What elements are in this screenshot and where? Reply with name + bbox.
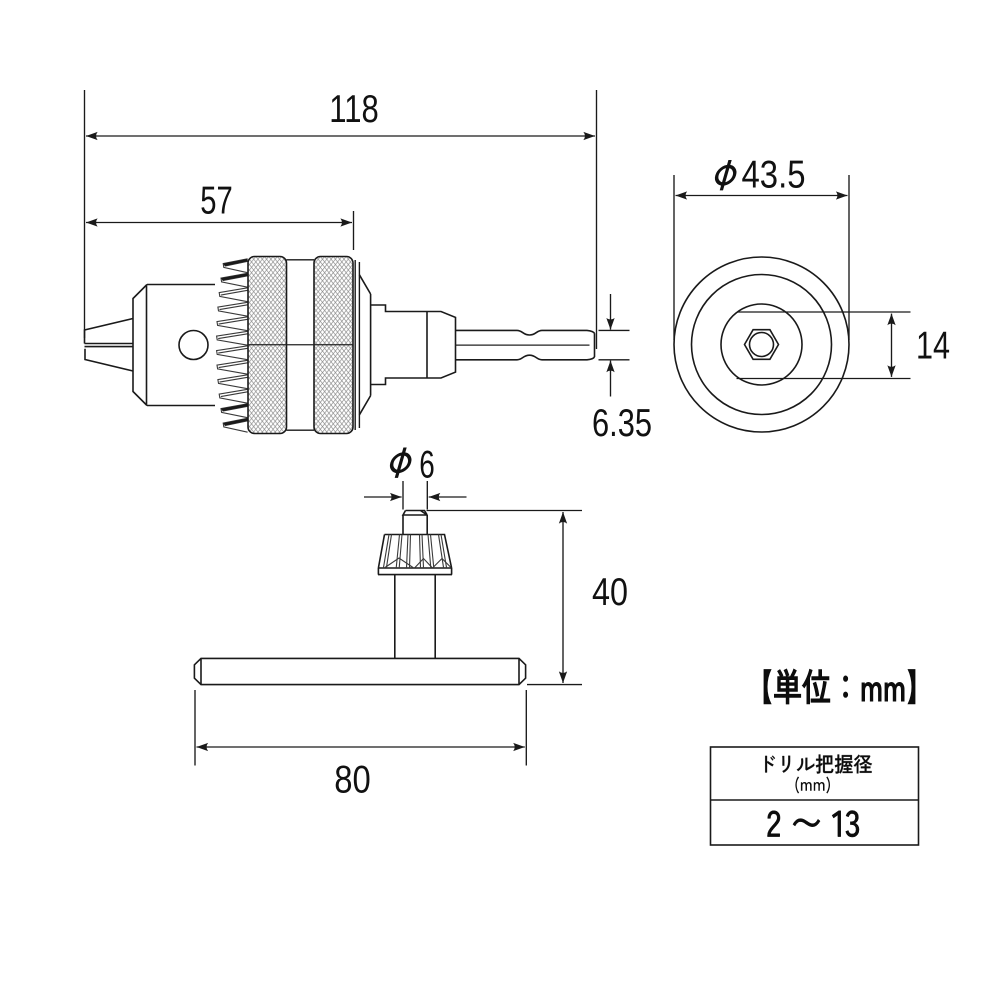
dim-hex-size-value: 6.35 bbox=[592, 402, 652, 445]
key-stem bbox=[394, 574, 436, 659]
side-view-chuck-adapter: 118 57 bbox=[83, 88, 652, 445]
chuck-nose-body bbox=[132, 283, 215, 407]
dim-chuck-body-length-value: 57 bbox=[200, 180, 233, 223]
spec-table-header-line1 bbox=[765, 754, 873, 774]
dim-handle-length: 80 bbox=[194, 690, 527, 802]
dim-pilot-diameter: 6 bbox=[364, 444, 467, 510]
middle-circle bbox=[690, 273, 833, 416]
phi-symbol bbox=[389, 447, 412, 478]
chuck-key-hole bbox=[178, 329, 209, 361]
dim-outer-diameter: 43.5 bbox=[673, 154, 850, 340]
dim-hex-size: 6.35 bbox=[592, 294, 652, 445]
dim-rear-boss-value: 14 bbox=[916, 325, 950, 368]
spec-table bbox=[709, 746, 920, 846]
chuck-rear-bell bbox=[354, 260, 372, 430]
dim-total-length-value: 118 bbox=[329, 88, 379, 131]
dim-key-height-value: 40 bbox=[592, 571, 628, 614]
chuck-jaws bbox=[83, 317, 134, 372]
key-handle bbox=[193, 657, 527, 686]
hex-shank bbox=[455, 329, 596, 361]
chuck-knurled-sleeve bbox=[247, 255, 354, 435]
dim-key-height: 40 bbox=[426, 509, 628, 686]
phi-symbol bbox=[714, 159, 737, 191]
spec-table-border bbox=[709, 746, 920, 846]
dim-outer-diameter-value: 43.5 bbox=[742, 154, 806, 197]
inner-boss-circle bbox=[720, 303, 803, 386]
dim-rear-boss: 14 bbox=[736, 311, 950, 380]
key-pilot-tip bbox=[401, 509, 428, 535]
dim-handle-length-value: 80 bbox=[334, 759, 371, 802]
spec-table-header-line2 bbox=[795, 776, 830, 794]
hex-socket bbox=[743, 328, 780, 361]
spec-table-capacity-value bbox=[767, 810, 860, 838]
dim-chuck-body-length: 57 bbox=[86, 180, 355, 250]
chuck-gear-teeth bbox=[215, 258, 248, 433]
chuck-key-view: 6 40 80 bbox=[193, 444, 628, 802]
dim-total-length: 118 bbox=[83, 88, 598, 349]
unit-note bbox=[763, 668, 916, 705]
dim-pilot-diameter-value: 6 bbox=[419, 444, 435, 487]
outer-sleeve-circle bbox=[673, 256, 850, 433]
front-view-chuck: 43.5 14 bbox=[673, 154, 950, 433]
center-bore-circle bbox=[748, 331, 775, 358]
unit-note-text bbox=[763, 668, 916, 705]
key-bevel-gear bbox=[377, 533, 453, 576]
